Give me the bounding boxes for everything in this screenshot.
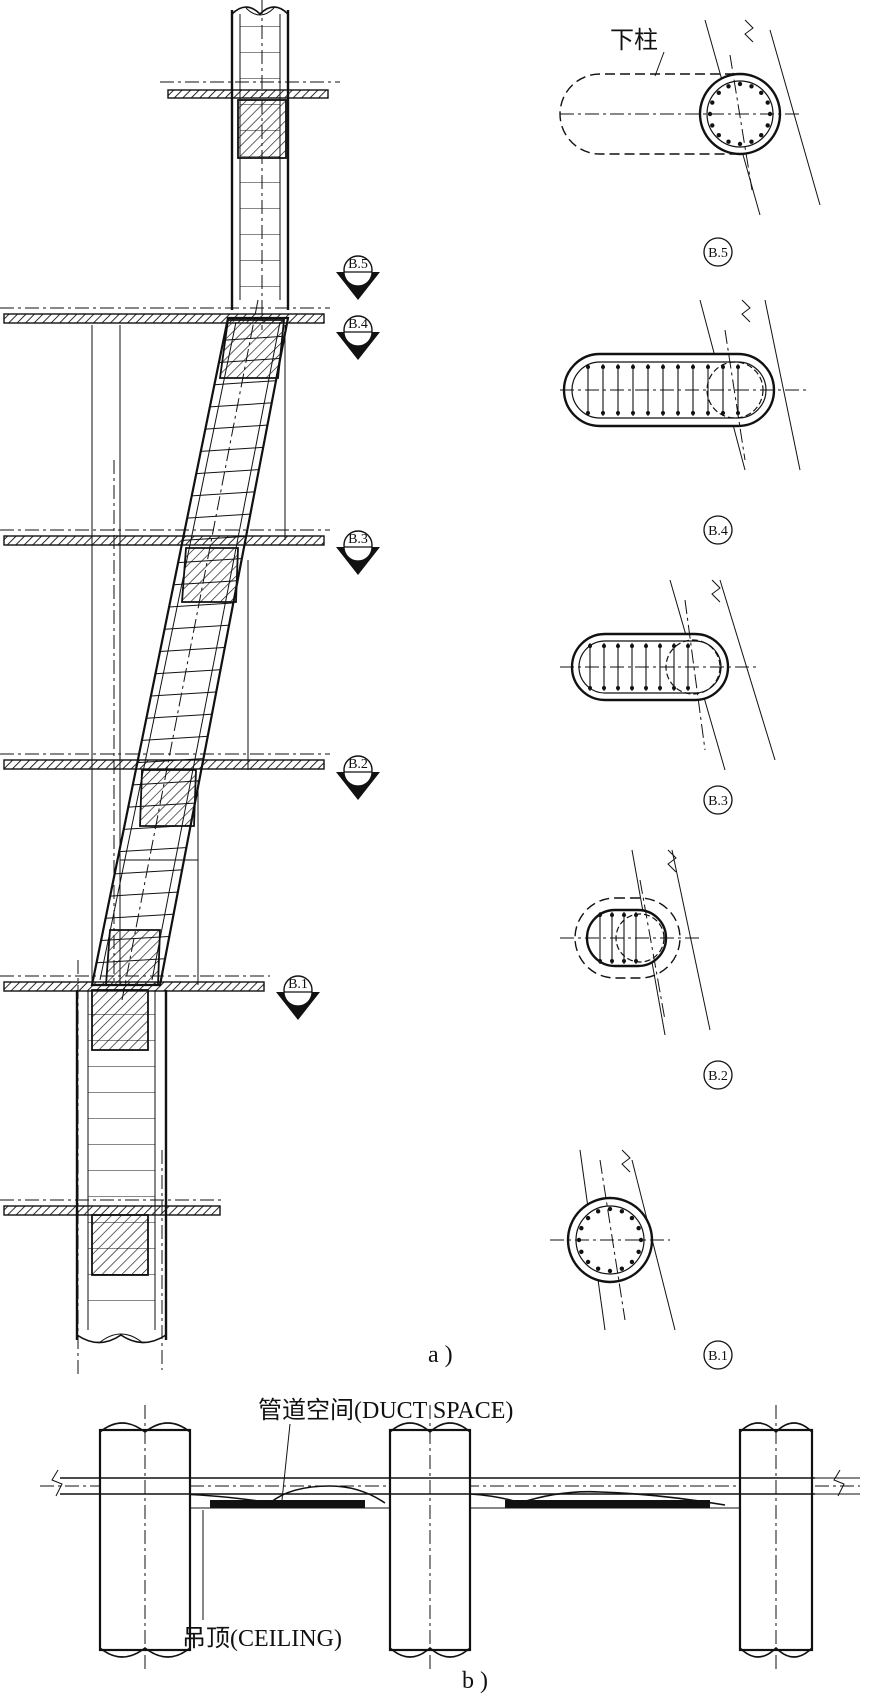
floor-slabs bbox=[0, 89, 330, 1216]
section-b1: B.1 bbox=[550, 1149, 733, 1370]
section-mark-b1-text: B.1 bbox=[288, 977, 308, 992]
section-caption-b5: B.5 bbox=[708, 246, 728, 261]
column-b-middle bbox=[388, 1405, 472, 1670]
section-caption-b3: B.3 bbox=[708, 794, 728, 809]
section-caption-b4: B.4 bbox=[708, 524, 728, 539]
column-b-right bbox=[738, 1405, 814, 1670]
section-mark-b4-text: B.4 bbox=[348, 317, 368, 332]
section-caption-b1: B.1 bbox=[708, 1349, 728, 1364]
upper-column bbox=[160, 0, 340, 330]
section-mark-b2-text: B.2 bbox=[348, 757, 368, 772]
lower-column bbox=[75, 960, 168, 1375]
section-mark-b5-text: B.5 bbox=[348, 257, 368, 272]
section-b2: B.2 bbox=[560, 849, 733, 1090]
section-mark-b4: B.4 bbox=[336, 315, 380, 360]
inclined-column bbox=[90, 299, 290, 1001]
column-b-left bbox=[98, 1405, 192, 1670]
ceiling-label: 吊顶(CEILING) bbox=[182, 1626, 342, 1652]
figure-b-caption: b ) bbox=[462, 1668, 488, 1694]
section-caption-b2: B.2 bbox=[708, 1069, 728, 1084]
figure-a-caption: a ) bbox=[428, 1342, 453, 1368]
section-mark-b3-text: B.3 bbox=[348, 532, 368, 547]
section-b3: B.3 bbox=[560, 579, 776, 815]
section-mark-b3: B.3 bbox=[336, 530, 380, 575]
lower-column-label: 下柱 bbox=[610, 27, 658, 54]
column-elevation: B.5 B.4 B.3 B.2 B.1 bbox=[0, 0, 380, 1375]
section-b5: 下柱 B.5 bbox=[559, 19, 821, 267]
duct-space-label: 管道空间(DUCT SPACE) bbox=[258, 1397, 513, 1424]
figure-b: 管道空间(DUCT SPACE) 吊顶(CEILING) b ) bbox=[40, 1397, 860, 1694]
section-b4: B.4 bbox=[560, 299, 810, 545]
section-mark-b5: B.5 bbox=[336, 255, 380, 300]
section-mark-b2: B.2 bbox=[336, 755, 380, 800]
section-mark-b1: B.1 bbox=[276, 975, 320, 1020]
frame-lines bbox=[91, 325, 286, 985]
